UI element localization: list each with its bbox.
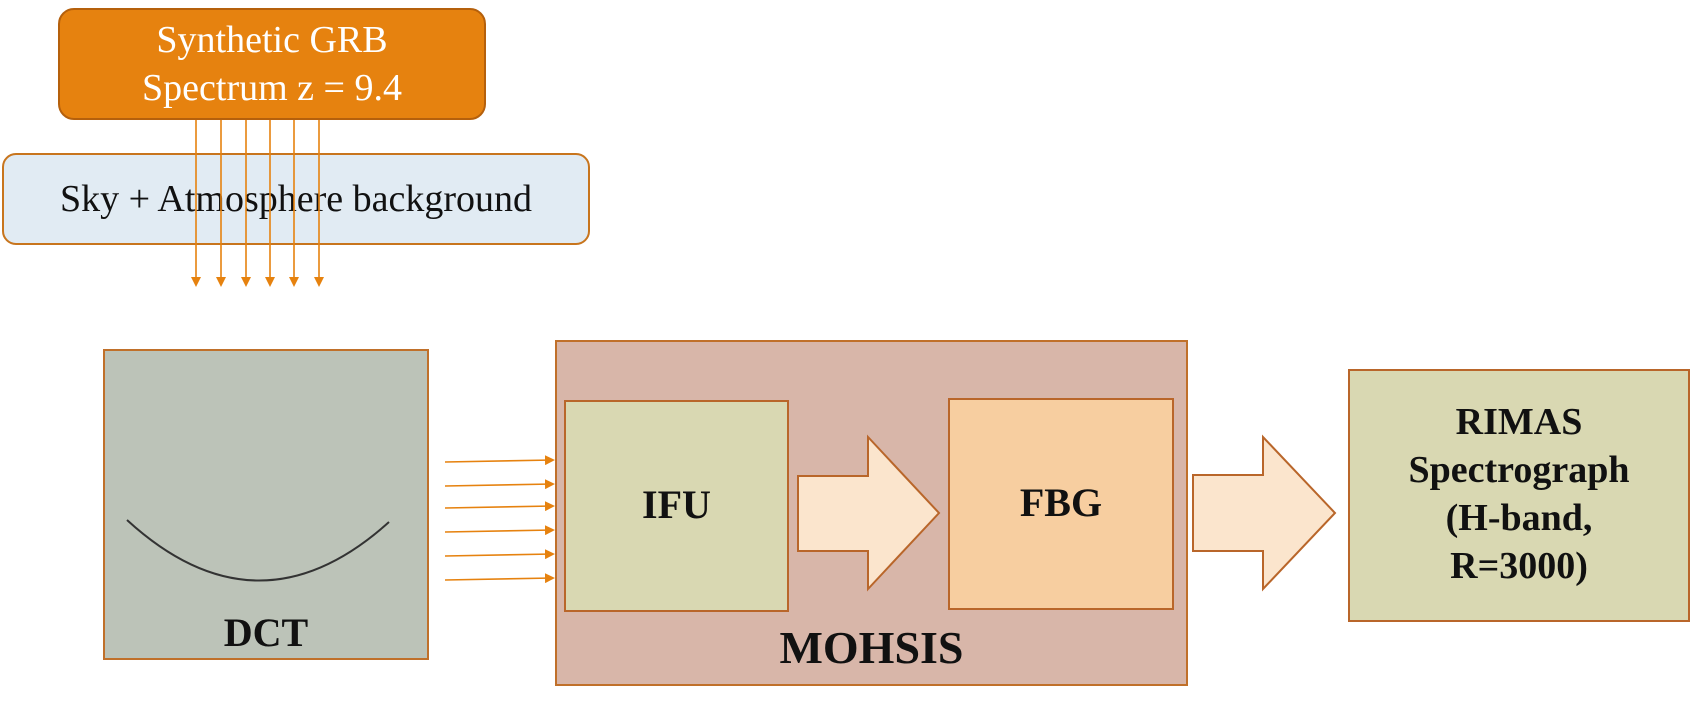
dct-telescope-box xyxy=(103,349,429,660)
ifu-label: IFU xyxy=(642,482,711,527)
dct-label: DCT xyxy=(223,610,309,655)
incoming-light-rays xyxy=(191,120,324,287)
sky-background-box xyxy=(2,153,590,245)
dct-to-ifu-rays xyxy=(444,455,555,584)
ifu-to-fbg-arrow xyxy=(797,434,941,592)
fbg-label: FBG xyxy=(1019,480,1103,525)
spectrograph-label: RIMAS Spectrograph (H-band, R=3000) xyxy=(1348,398,1690,590)
grb-source-label: Synthetic GRB Spectrum z = 9.4 xyxy=(58,16,486,112)
grb-source-box xyxy=(58,8,486,120)
spectrograph-box xyxy=(1348,369,1690,622)
spectrograph-line2: Spectrograph xyxy=(1408,449,1630,491)
mohsis-to-spectrograph-arrow xyxy=(1192,434,1337,592)
grb-source-line2: Spectrum z = 9.4 xyxy=(142,67,402,109)
ifu-box xyxy=(564,400,789,612)
dct-mirror-curve xyxy=(126,519,390,582)
dct-ray-4 xyxy=(444,525,555,536)
dct-ray-5 xyxy=(444,549,555,560)
fbg-box xyxy=(948,398,1174,610)
sky-background-label: Sky + Atmosphere background xyxy=(59,178,533,220)
mohsis-label: MOHSIS xyxy=(779,622,964,673)
dct-ray-6 xyxy=(444,573,555,584)
dct-ray-2 xyxy=(444,479,555,490)
dct-ray-3 xyxy=(444,501,555,512)
spectrograph-line3: (H-band, xyxy=(1445,497,1593,539)
dct-ray-1 xyxy=(444,455,555,466)
spectrograph-line4: R=3000) xyxy=(1450,545,1588,587)
spectrograph-line1: RIMAS xyxy=(1455,401,1583,443)
grb-source-line1: Synthetic GRB xyxy=(156,19,388,61)
